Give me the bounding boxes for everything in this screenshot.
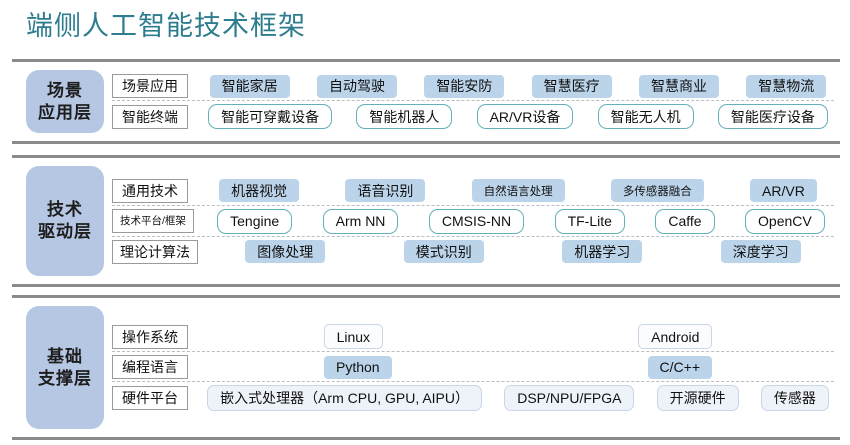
category-row: 技术平台/框架 Tengine Arm NN CMSIS-NN TF-Lite Caffe… [112, 204, 840, 237]
chip-group: 机器视觉 语音识别 自然语言处理 多传感器融合 AR/VR [196, 179, 840, 202]
category-row: 通用技术 机器视觉 语音识别 自然语言处理 多传感器融合 AR/VR [112, 176, 840, 206]
chip-item[interactable]: 嵌入式处理器（Arm CPU, GPU, AIPU） [207, 385, 483, 411]
chip-item[interactable]: 模式识别 [403, 240, 484, 263]
chip-group: 智能可穿戴设备智能机器人 AR/VR设备智能无人机智能医疗设备 [196, 104, 840, 129]
category-label: 场景应用 [112, 74, 188, 98]
layer-rows: 场景应用智能家居自动驾驶智能安防智慧医疗智慧商业智慧物流智能终端智能可穿戴设备智… [112, 67, 840, 136]
category-label: 编程语言 [112, 355, 188, 379]
chip-item[interactable]: 开源硬件 [656, 385, 739, 411]
category-row: 编程语言 Python C/C++ [112, 351, 840, 382]
chip-item[interactable]: 智能医疗设备 [717, 104, 828, 129]
chip-item[interactable]: 智慧物流 [746, 74, 827, 98]
category-label: 硬件平台 [112, 386, 188, 410]
chip-item[interactable]: AR/VR设备 [476, 104, 574, 129]
layer-inner: 场景 应用层场景应用智能家居自动驾驶智能安防智慧医疗智慧商业智慧物流智能终端智能… [12, 62, 840, 141]
category-row: 操作系统 Linux Android [112, 321, 840, 352]
chip-item[interactable]: Python [323, 355, 392, 379]
chip-item[interactable]: 深度学习 [720, 240, 801, 263]
chip-item[interactable]: 智能家居 [209, 74, 290, 98]
chip-group: 图像处理 模式识别 机器学习 深度学习 [206, 240, 840, 263]
layer-badge-2: 技术 驱动层 [26, 166, 104, 276]
chip-item[interactable]: 智慧医疗 [531, 74, 612, 98]
category-row: 智能终端智能可穿戴设备智能机器人 AR/VR设备智能无人机智能医疗设备 [112, 100, 840, 132]
category-row: 硬件平台嵌入式处理器（Arm CPU, GPU, AIPU） DSP/NPU/FP… [112, 381, 840, 414]
layer-badge-label: 基础 支撑层 [38, 346, 92, 388]
category-label: 理论计算法 [112, 239, 198, 264]
chip-group: Python C/C++ [196, 355, 840, 379]
chip-item[interactable]: OpenCV [745, 208, 825, 234]
layer-badge-label: 技术 驱动层 [38, 200, 92, 241]
chip-item[interactable]: 智慧商业 [638, 74, 719, 98]
chip-item[interactable]: 机器学习 [562, 240, 643, 263]
chip-group: Linux Android [196, 324, 840, 349]
chip-item[interactable]: Linux [323, 324, 384, 349]
chip-item[interactable]: Caffe [655, 208, 715, 234]
chip-group: 智能家居 自动驾驶 智能安防 智慧医疗 智慧商业 智慧物流 [196, 74, 840, 98]
layer-badge-label: 场景 应用层 [38, 80, 92, 122]
category-row: 场景应用智能家居 自动驾驶 智能安防 智慧医疗 智慧商业 智慧物流 [112, 71, 840, 101]
page-title: 端侧人工智能技术框架 [26, 11, 306, 41]
layer-badge-1: 场景 应用层 [26, 70, 104, 133]
category-label: 技术平台/框架 [112, 209, 194, 233]
chip-item[interactable]: 智能机器人 [356, 104, 453, 129]
chip-item[interactable]: Tengine [217, 208, 293, 234]
layer-badge-3: 基础 支撑层 [26, 306, 104, 429]
chip-item[interactable]: 智能无人机 [597, 104, 694, 129]
chip-group: 嵌入式处理器（Arm CPU, GPU, AIPU） DSP/NPU/FPGA 开源… [196, 385, 840, 411]
chip-item[interactable]: AR/VR [750, 179, 817, 202]
layer-section-1: 场景 应用层场景应用智能家居自动驾驶智能安防智慧医疗智慧商业智慧物流智能终端智能… [12, 59, 840, 144]
chip-item[interactable]: 机器视觉 [219, 179, 300, 202]
category-label: 智能终端 [112, 104, 188, 129]
category-row: 理论计算法 图像处理 模式识别 机器学习 深度学习 [112, 235, 840, 267]
chip-item[interactable]: 传感器 [760, 385, 829, 411]
chip-item[interactable]: 语音识别 [345, 179, 426, 202]
chip-item[interactable]: CMSIS-NN [428, 208, 525, 234]
chip-group: Tengine Arm NN CMSIS-NN TF-Lite Caffe OpenCV [202, 208, 840, 234]
chip-item[interactable]: Arm NN [322, 208, 399, 234]
chip-item[interactable]: 自动驾驶 [316, 74, 397, 98]
chip-item[interactable]: 智能可穿戴设备 [208, 104, 333, 129]
chip-item[interactable]: 自然语言处理 [471, 179, 565, 202]
layer-rows: 通用技术 机器视觉 语音识别 自然语言处理 多传感器融合 AR/VR 技术平台/框架 Teng… [112, 163, 840, 279]
category-label: 操作系统 [112, 324, 188, 349]
chip-item[interactable]: TF-Lite [554, 208, 625, 234]
chip-item[interactable]: 多传感器融合 [610, 179, 704, 202]
chip-item[interactable]: DSP/NPU/FPGA [504, 385, 635, 411]
chip-item[interactable]: Android [638, 324, 713, 349]
chip-item[interactable]: 智能安防 [424, 74, 505, 98]
chip-item[interactable]: 图像处理 [245, 240, 326, 263]
chip-item[interactable]: C/C++ [647, 355, 713, 379]
category-label: 通用技术 [112, 178, 188, 203]
